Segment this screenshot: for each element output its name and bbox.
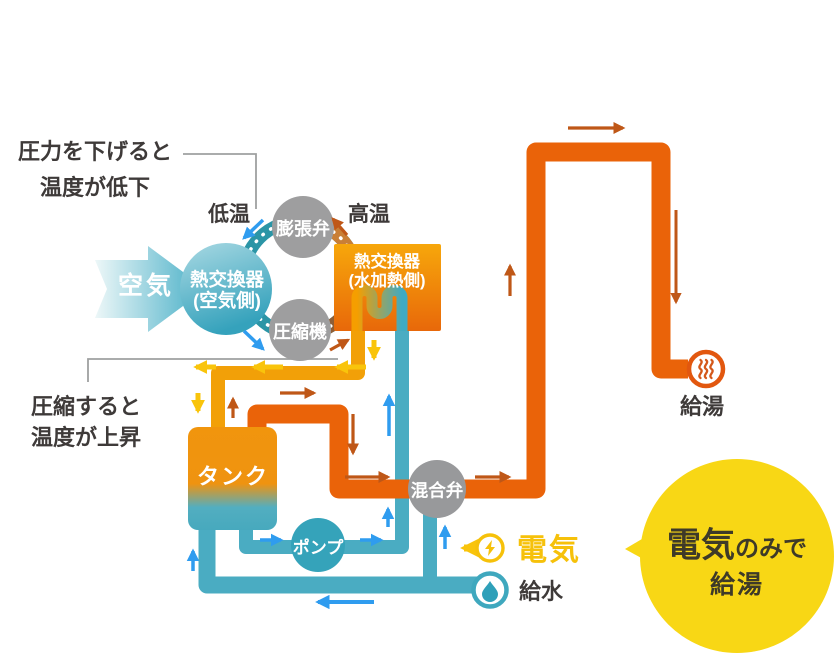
node-label-line: 熱交換器	[354, 253, 420, 271]
node-tank: タンク	[196, 464, 270, 489]
annotation-line: 温度が低下	[39, 175, 150, 200]
node-label-line: 熱交換器	[189, 269, 265, 290]
hot-flow-arrows	[226, 121, 682, 484]
air-heat-exchanger-circle	[180, 243, 272, 335]
tank-body	[188, 427, 277, 530]
node-label-line: (水加熱側)	[348, 272, 426, 290]
annotation-line: 温度が上昇	[30, 425, 141, 450]
label-low-temp: 低温	[208, 203, 250, 226]
blue-flow-arrows	[186, 218, 452, 610]
pipe-hot-water	[247, 142, 688, 499]
node-mixing-valve: 混合弁	[410, 480, 464, 501]
compressor-circle	[269, 299, 331, 361]
annotation-pressure-drop: 圧力を下げると 温度が低下	[0, 134, 190, 206]
node-air-heat-exchanger: 熱交換器 (空気側)	[190, 269, 264, 311]
annotation-line: 圧縮すると	[30, 394, 141, 419]
node-label-line: (空気側)	[193, 290, 261, 311]
label-hot-water: 給湯	[679, 394, 725, 419]
node-pump: ポンプ	[292, 538, 344, 558]
hot-spring-steam-icon	[686, 349, 726, 389]
callout-line2: 給湯	[709, 571, 765, 599]
label-water-supply: 給水	[518, 579, 564, 604]
node-expansion-valve: 膨張弁	[276, 219, 330, 239]
node-water-heat-exchanger: 熱交換器 (水加熱側)	[349, 253, 426, 291]
expansion-valve-circle	[272, 196, 334, 258]
pipe-warm-water	[211, 326, 365, 434]
callout-rest: のみで	[735, 535, 807, 563]
label-high-temp: 高温	[348, 203, 390, 226]
annotation-compression: 圧縮すると 温度が上昇	[5, 391, 167, 453]
label-air: 空気	[117, 272, 175, 300]
label-electricity: 電気	[517, 534, 581, 567]
callout-line1: 電気のみで	[667, 518, 807, 567]
mixing-valve-circle	[408, 460, 466, 518]
lightning-icon	[475, 533, 505, 563]
serpentine-pipe	[351, 285, 408, 331]
air-flow-arrow	[95, 246, 206, 332]
water-drop-icon	[471, 571, 509, 609]
callout-bubble	[625, 459, 834, 653]
pump-circle	[291, 518, 345, 572]
annotation-connector-lines	[87, 153, 338, 382]
annotation-line: 圧力を下げると	[17, 139, 172, 164]
callout-emphasis: 電気	[667, 526, 735, 565]
node-compressor: 圧縮機	[273, 322, 327, 342]
